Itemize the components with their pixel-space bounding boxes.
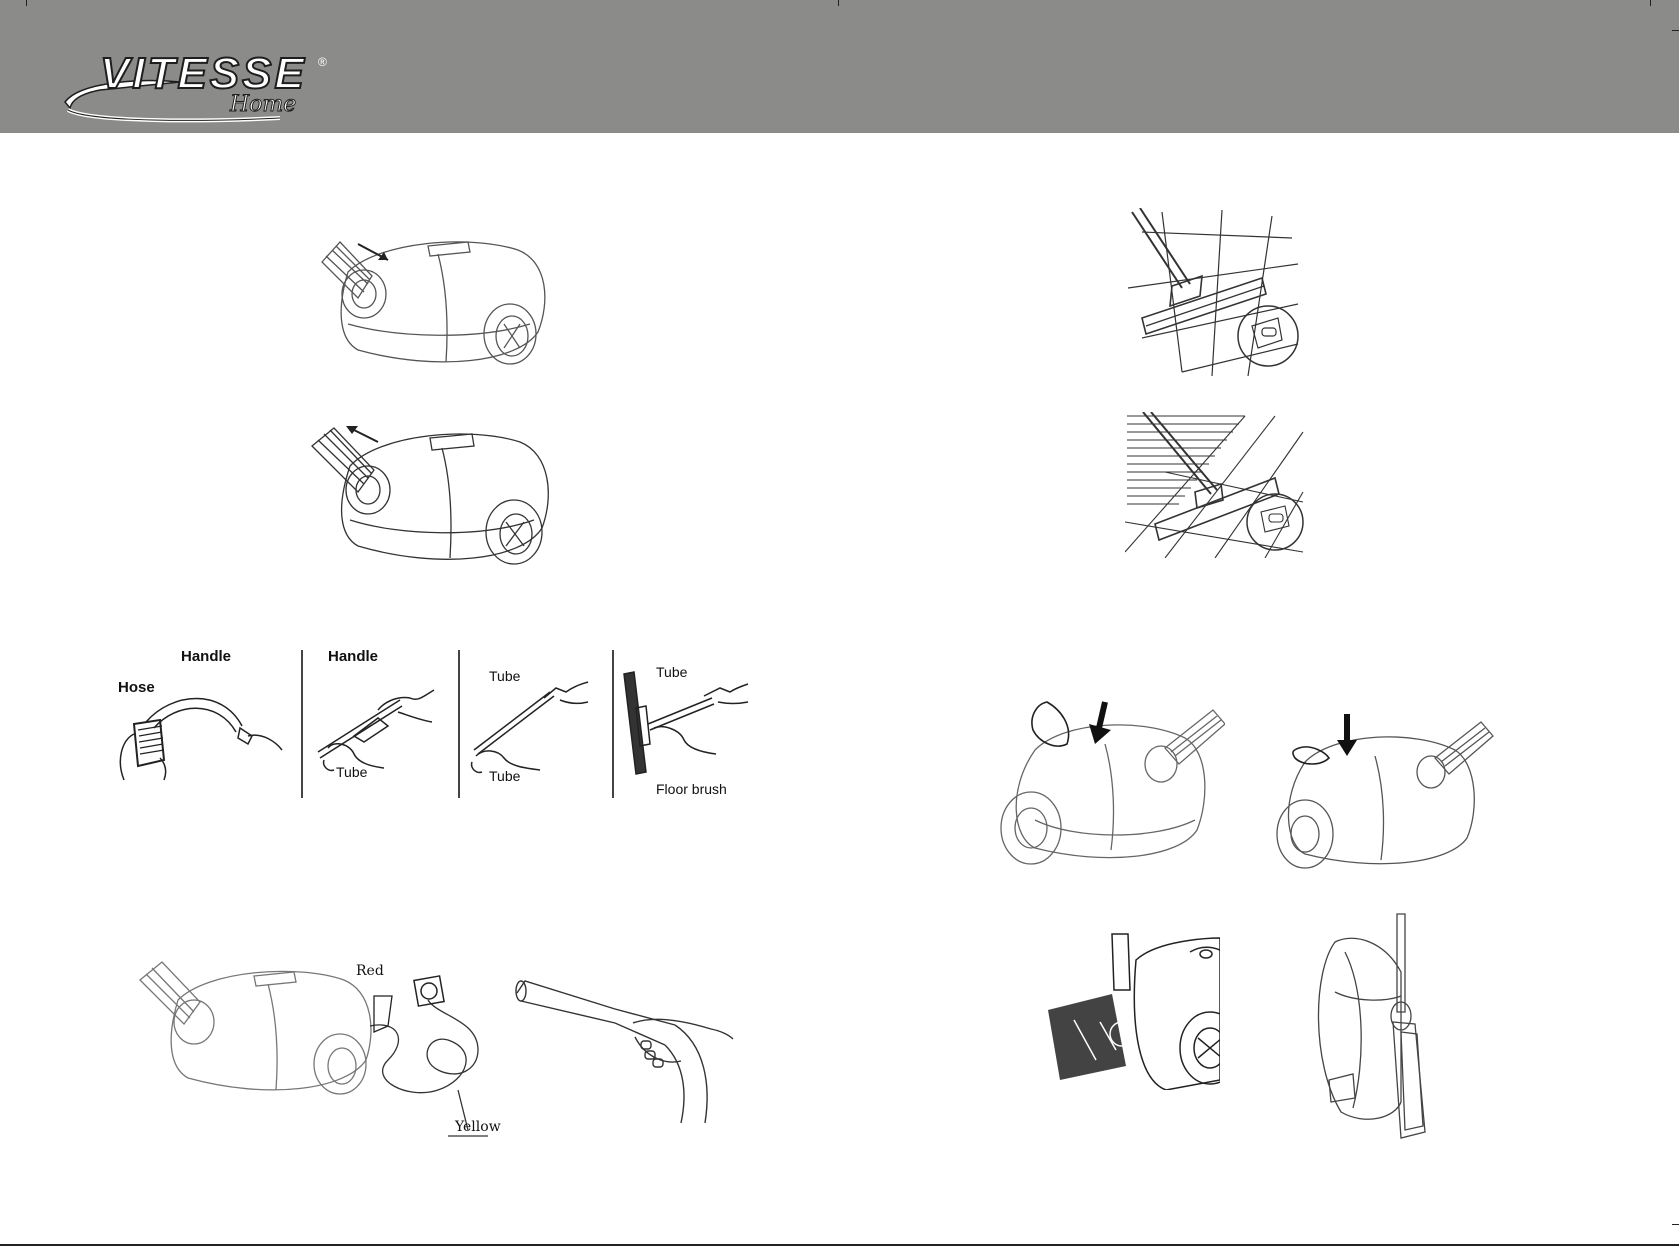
logo-wordmark: VITESSE	[100, 52, 307, 96]
label-tube-1: Tube	[336, 764, 367, 780]
assembly-divider	[301, 650, 303, 798]
crop-mark	[26, 0, 27, 6]
vacuum-hose-remove-illustration	[310, 420, 570, 580]
crop-mark	[1650, 0, 1651, 6]
parking-position-vertical-illustration	[1305, 912, 1445, 1144]
vacuum-cleaner-icon	[310, 420, 570, 580]
parking-position-front-illustration	[1040, 930, 1220, 1090]
hand-icon	[515, 965, 735, 1125]
floor-brush-hardfloor-illustration	[1125, 412, 1305, 558]
label-tube-2b: Tube	[489, 768, 520, 784]
arrow-icon	[1337, 740, 1357, 756]
assembly-step-4-illustration	[620, 668, 750, 788]
floor-brush-icon	[1122, 208, 1302, 378]
label-tube-2a: Tube	[489, 668, 520, 684]
logo-registered-mark: ®	[318, 56, 327, 68]
vacuum-cleaner-icon	[1040, 930, 1220, 1090]
vacuum-cleaner-icon	[995, 700, 1225, 875]
foot-press-switch-illustration	[995, 700, 1225, 875]
assembly-step-3-illustration	[470, 670, 590, 780]
vacuum-hose-insert-illustration	[318, 232, 568, 382]
label-handle-2: Handle	[328, 649, 378, 665]
vacuum-cleaner-icon	[138, 960, 518, 1140]
arrow-icon	[1089, 724, 1111, 744]
bottom-rule	[0, 1244, 1679, 1246]
crop-mark	[1672, 1224, 1679, 1225]
crop-mark	[838, 0, 839, 6]
assembly-step-2-illustration	[314, 670, 444, 780]
label-yellow: Yellow	[455, 1119, 501, 1135]
assembly-divider	[458, 650, 460, 798]
label-hose: Hose	[118, 680, 155, 696]
assembly-divider	[612, 650, 614, 798]
logo-subtitle: Home	[230, 94, 296, 116]
label-floor-brush: Floor brush	[656, 781, 727, 797]
header-bar: VITESSE ® Home	[0, 0, 1679, 133]
label-tube-3: Tube	[656, 664, 687, 680]
crop-mark	[1672, 30, 1679, 31]
vacuum-cleaner-icon	[1305, 912, 1445, 1144]
vacuum-cleaner-icon	[1275, 712, 1495, 877]
vacuum-cord-plug-illustration	[138, 960, 518, 1140]
floor-brush-icon	[1125, 412, 1305, 558]
vacuum-cleaner-icon	[318, 232, 568, 382]
hand-tube-illustration	[515, 965, 735, 1125]
vitesse-logo: VITESSE ® Home	[60, 52, 300, 124]
floor-brush-carpet-illustration	[1122, 208, 1302, 378]
label-red: Red	[356, 963, 384, 979]
label-handle: Handle	[181, 649, 231, 665]
foot-press-cord-rewind-illustration	[1275, 712, 1495, 877]
